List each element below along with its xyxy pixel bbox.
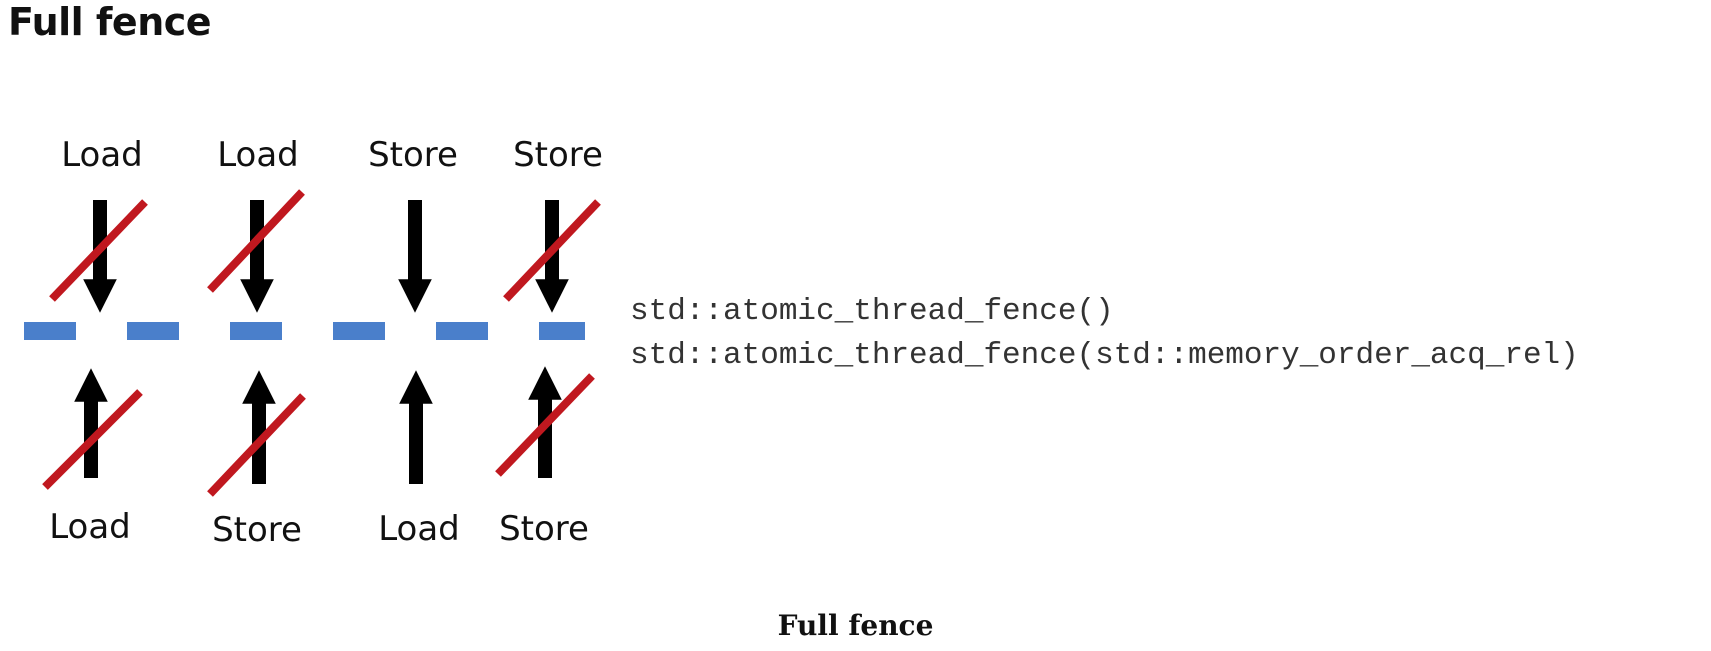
bottom-label-3: Load — [378, 509, 460, 549]
code-line-fence: std::atomic_thread_fence() — [630, 294, 1114, 329]
top-cross-4 — [503, 199, 601, 302]
top-label-1: Load — [61, 135, 143, 175]
code-line-fence-acq-rel: std::atomic_thread_fence(std::memory_ord… — [630, 338, 1579, 373]
bottom-cross-4 — [495, 373, 595, 477]
top-label-4: Store — [513, 135, 603, 175]
bottom-label-4: Store — [499, 509, 589, 549]
top-cross-1 — [49, 199, 148, 302]
bottom-cross-2 — [207, 393, 306, 497]
top-label-3: Store — [368, 135, 458, 175]
figure-caption: Full fence — [777, 609, 934, 642]
bottom-label-2: Store — [212, 510, 302, 550]
bottom-label-1: Load — [49, 507, 131, 547]
bottom-cross-1 — [42, 389, 143, 490]
top-cross-2 — [207, 189, 305, 293]
top-label-2: Load — [217, 135, 299, 175]
fence-line — [24, 322, 585, 340]
page-title: Full fence — [8, 0, 212, 44]
